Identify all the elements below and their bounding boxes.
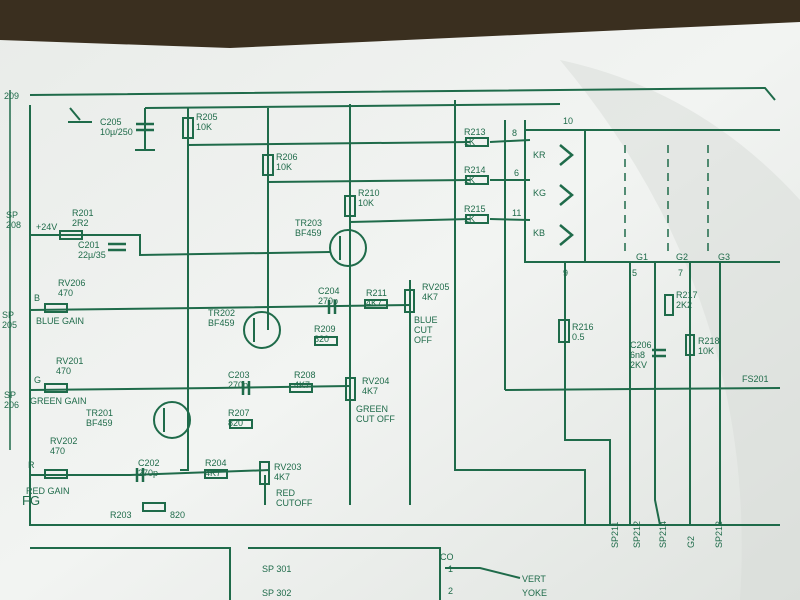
label-pin-2: 2: [448, 586, 453, 596]
label-pin-7: 7: [678, 268, 683, 278]
label-g3: G3: [718, 252, 730, 262]
label-pin-11: 11: [512, 208, 521, 218]
label-g2: G2: [676, 252, 688, 262]
crt-cathodes: [559, 144, 574, 246]
label-fs201: FS201: [742, 374, 769, 384]
label-kr: KR: [533, 150, 546, 160]
label-fg: FG: [22, 493, 40, 508]
label-r209: 209: [4, 91, 19, 101]
resistors: [44, 117, 695, 512]
label-pin-1: 1: [448, 564, 453, 574]
label-yoke: YOKE: [522, 588, 547, 598]
label-red-gain: RED GAIN: [26, 486, 70, 496]
dashed-lines: [624, 145, 709, 255]
label-sp302: SP 302: [262, 588, 291, 598]
label-kg: KG: [533, 188, 546, 198]
label-b: B: [34, 293, 40, 303]
label-kb: KB: [533, 228, 545, 238]
label-pin-9: 9: [563, 268, 568, 278]
paper-shadow: [560, 60, 800, 600]
label-pin-5: 5: [632, 268, 637, 278]
label-r203-value: 820: [170, 510, 185, 520]
label-r203: R203: [110, 510, 132, 520]
label-g: G: [34, 375, 41, 385]
label-sp212: SP212: [632, 521, 642, 548]
label-sp301: SP 301: [262, 564, 291, 574]
label-co: CO: [440, 552, 454, 562]
label-sp213: SP213: [714, 521, 724, 548]
label-pin-6: 6: [514, 168, 519, 178]
wires: [9, 86, 781, 600]
paper-sheet: [0, 22, 800, 600]
label-pin-8: 8: [512, 128, 517, 138]
label-sp214: SP214: [658, 521, 668, 548]
label-vert: VERT: [522, 574, 546, 584]
transistors: [153, 229, 367, 439]
label-pin-10: 10: [563, 116, 573, 126]
capacitors: [108, 122, 666, 482]
label-sp211: SP211: [610, 522, 620, 548]
label-g2-lower: G2: [686, 536, 696, 548]
label-blue-gain: BLUE GAIN: [36, 316, 84, 326]
label-g1: G1: [636, 252, 648, 262]
label-24v: +24V: [36, 222, 57, 232]
label-green-gain: GREEN GAIN: [30, 396, 87, 406]
label-r: R: [28, 460, 35, 470]
